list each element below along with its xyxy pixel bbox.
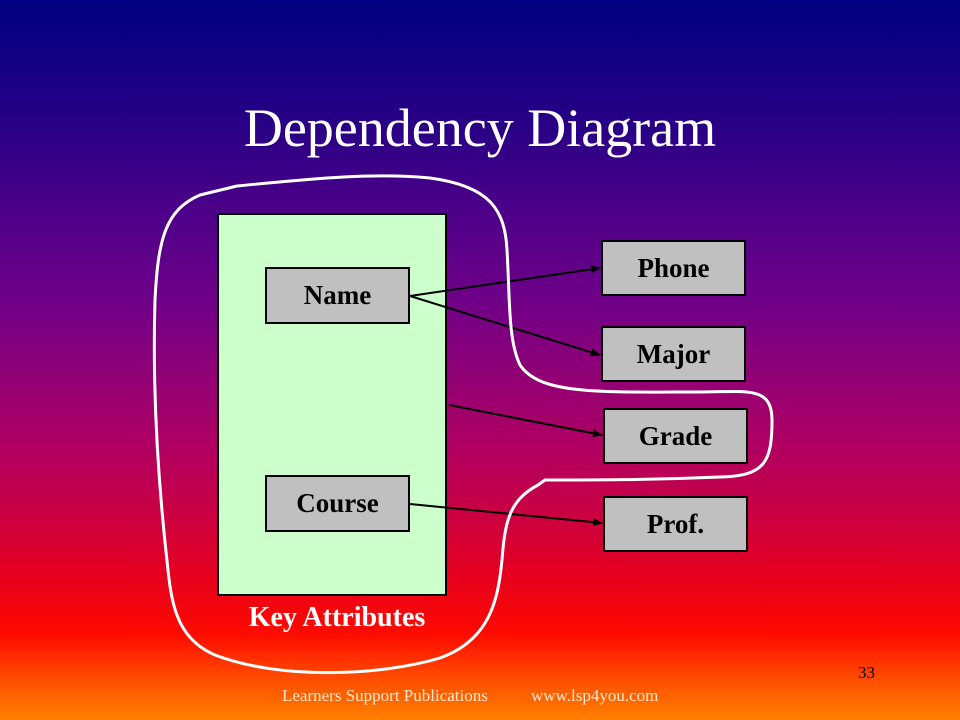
attribute-course: Course	[265, 475, 410, 532]
attribute-phone: Phone	[601, 240, 746, 296]
attribute-prof: Prof.	[603, 496, 748, 552]
footer-publisher: Learners Support Publications	[282, 686, 488, 705]
attribute-major: Major	[601, 326, 746, 382]
attribute-name: Name	[265, 267, 410, 324]
arrow-name-to-phone	[409, 265, 601, 297]
arrow-name-to-major	[409, 295, 601, 357]
highlight-loop	[152, 174, 774, 675]
attribute-grade: Grade	[603, 408, 748, 464]
page-number: 33	[858, 663, 875, 682]
arrow-key-group-to-grade	[448, 404, 603, 438]
slide-title: Dependency Diagram	[243, 98, 717, 158]
key-attributes-label: Key Attributes	[248, 602, 426, 633]
arrow-course-to-prof	[409, 503, 603, 527]
footer-url[interactable]: www.lsp4you.com	[531, 686, 659, 705]
